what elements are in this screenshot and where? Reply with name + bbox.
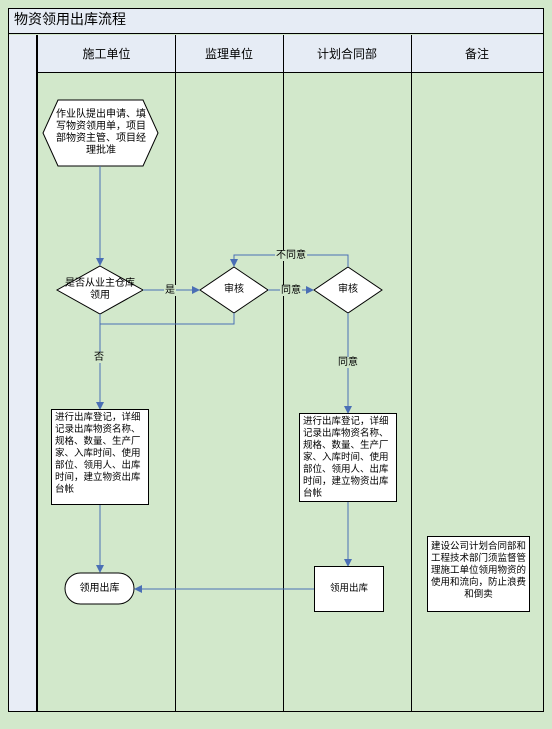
lane-label-remark: 备注: [464, 47, 489, 61]
edge-label-no: 否: [93, 352, 105, 363]
side-strip: [9, 35, 37, 711]
edge-label-disagree: 不同意: [275, 250, 307, 261]
lane-divider: [411, 35, 412, 711]
diagram-title: 物资领用出库流程: [14, 12, 126, 28]
lane-divider: [175, 35, 176, 711]
lane-label-construction: 施工单位: [82, 47, 131, 61]
edge-label-agree-1: 同意: [280, 285, 302, 296]
lane-header-contract: 计划合同部: [283, 35, 411, 73]
lane-divider: [37, 35, 38, 711]
review-contract-text: 审核: [338, 284, 358, 295]
lane-divider: [283, 35, 284, 711]
remark-box: 建设公司计划合同部和工程技术部门须监督管理施工单位领用物资的使用和流向，防止浪费…: [427, 536, 530, 612]
decision-owner-text: 是否从业主仓库领用: [65, 278, 135, 301]
title-bar: [9, 9, 543, 34]
record-contract-box: 进行出库登记，详细记录出库物资名称、规格、数量、生产厂家、入库时间、使用部位、领…: [299, 413, 397, 502]
remark-text: 建设公司计划合同部和工程技术部门须监督管理施工单位领用物资的使用和流向，防止浪费…: [431, 541, 527, 600]
lane-label-contract: 计划合同部: [316, 47, 377, 61]
record-contract-text: 进行出库登记，详细记录出库物资名称、规格、数量、生产厂家、入库时间、使用部位、领…: [303, 416, 389, 499]
lane-label-supervisor: 监理单位: [204, 47, 253, 61]
issue-contract-text: 领用出库: [329, 583, 368, 594]
issue-contract-box: 领用出库: [314, 566, 384, 612]
record-construction-box: 进行出库登记，详细记录出库物资名称、规格、数量、生产厂家、入库时间、使用部位、领…: [51, 409, 149, 505]
edge-label-yes: 是: [164, 285, 176, 296]
review-supervisor-text: 审核: [224, 284, 244, 295]
lane-header-supervisor: 监理单位: [175, 35, 283, 73]
edge-label-agree-2: 同意: [337, 357, 359, 368]
issue-end-text: 领用出库: [79, 583, 120, 594]
edge-reject-return: [100, 313, 235, 325]
lane-header-remark: 备注: [411, 35, 543, 73]
lane-header-construction: 施工单位: [38, 35, 175, 73]
record-construction-text: 进行出库登记，详细记录出库物资名称、规格、数量、生产厂家、入库时间、使用部位、领…: [55, 412, 141, 495]
start-node-text: 作业队提出申请、填写物资领用单，项目部物资主管、项目经理批准: [56, 109, 146, 156]
start-node-shape: [42, 99, 159, 167]
